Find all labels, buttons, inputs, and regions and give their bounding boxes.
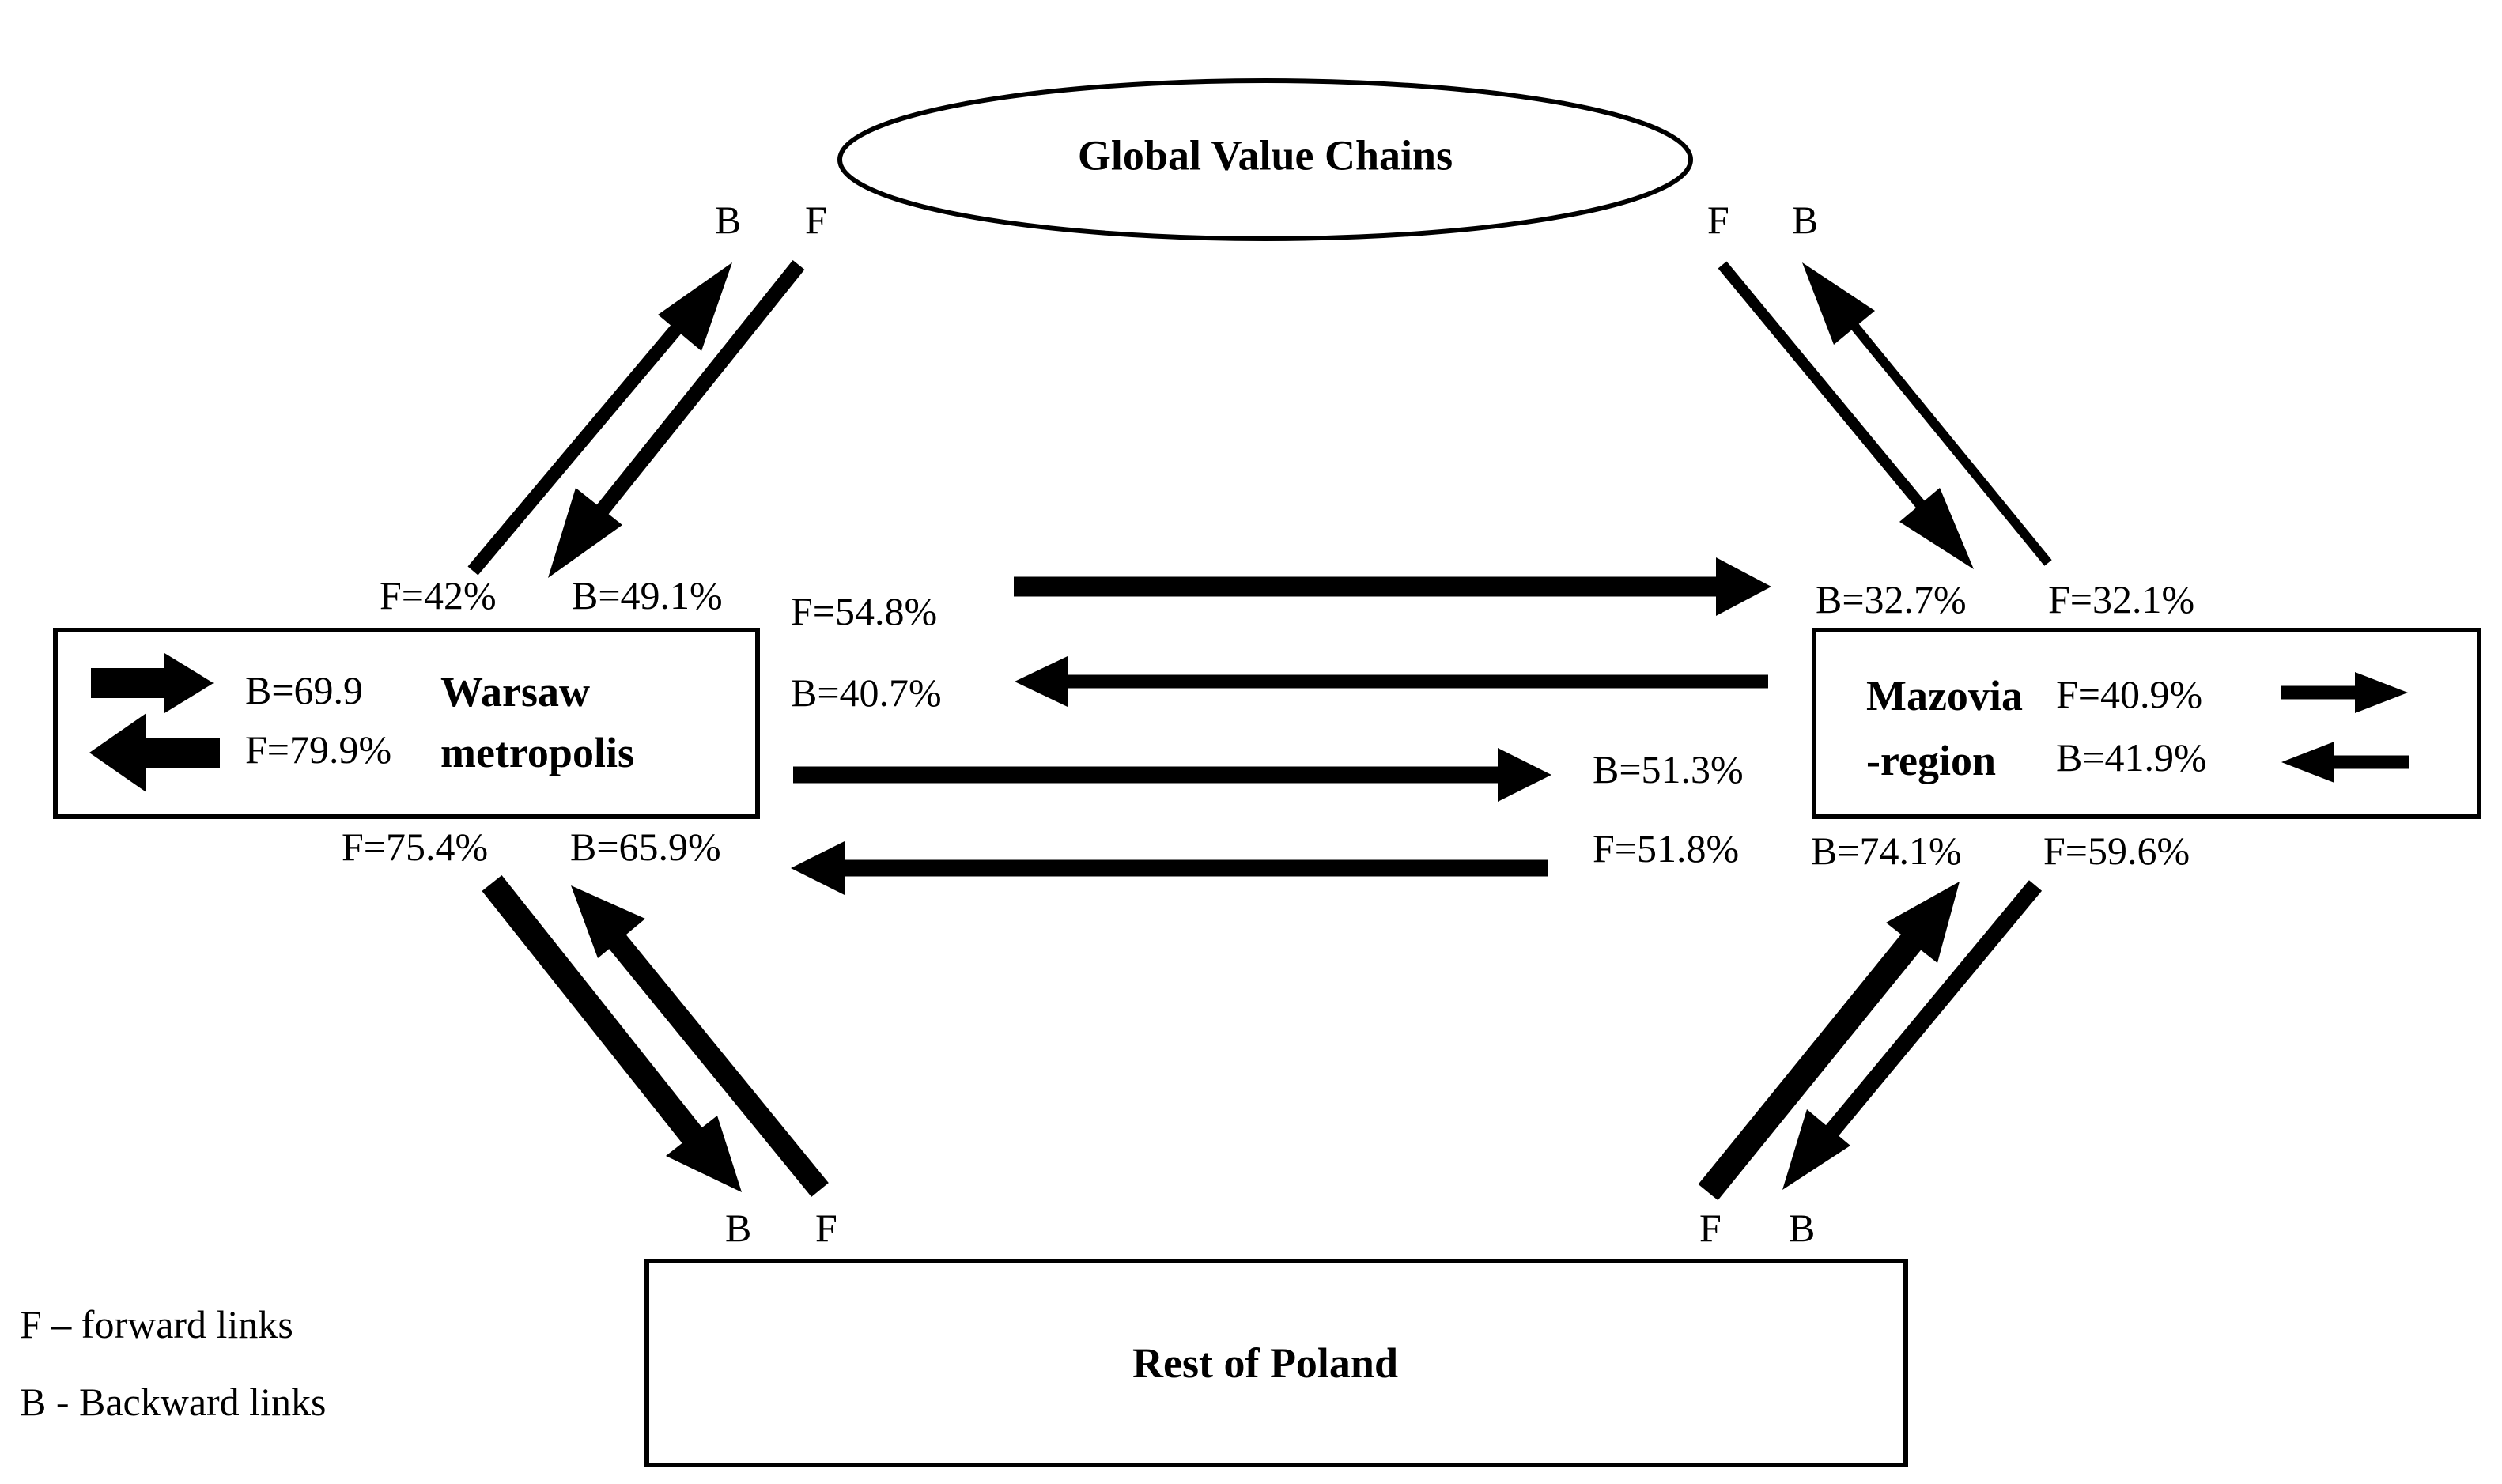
rest-right-f-port: F	[1699, 1206, 1722, 1250]
warsaw-title-line2: metropolis	[440, 729, 634, 776]
label-warsaw-internal-f: F=79.9%	[245, 727, 391, 772]
gvc-right-f-port: F	[1707, 198, 1729, 242]
mazovia-internal-left-arrow	[2281, 742, 2409, 783]
arrow-rest-to-warsaw	[571, 885, 829, 1197]
legend-backward: B - Backward links	[20, 1380, 326, 1424]
gvc-right-b-port: B	[1792, 198, 1818, 242]
label-warsaw-gvc-f: F=42%	[380, 573, 497, 617]
label-mazovia-rest-b: B=74.1%	[1811, 829, 1962, 873]
label-warsaw-rest-b: B=65.9%	[570, 825, 721, 869]
rest-of-poland-title: Rest of Poland	[1132, 1339, 1398, 1387]
arrow-gvc-to-mazovia-forward	[1718, 261, 1974, 569]
label-warsaw-to-mazovia-b: B=40.7%	[791, 670, 942, 715]
rest-of-poland-node	[644, 1259, 1908, 1467]
label-warsaw-gvc-b: B=49.1%	[572, 573, 723, 617]
mazovia-title-line1: Mazovia	[1866, 672, 2023, 719]
arrow-warsaw-to-mazovia-upper	[1014, 557, 1771, 616]
label-warsaw-rest-f: F=75.4%	[342, 825, 488, 869]
gvc-left-f-port: F	[805, 198, 827, 242]
label-mazovia-gvc-b: B=32.7%	[1816, 577, 1967, 621]
gvc-node	[837, 78, 1693, 241]
label-mazovia-to-warsaw-f: F=51.8%	[1593, 826, 1739, 870]
mazovia-internal-right-arrow	[2281, 672, 2408, 713]
label-warsaw-to-mazovia-f: F=54.8%	[791, 589, 937, 633]
label-mazovia-to-warsaw-b: B=51.3%	[1593, 747, 1744, 791]
arrow-mazovia-to-warsaw-upper	[1015, 656, 1768, 707]
arrow-rest-to-mazovia	[1698, 882, 1960, 1201]
label-mazovia-gvc-f: F=32.1%	[2048, 577, 2194, 621]
arrow-warsaw-to-gvc-backward	[467, 262, 732, 576]
warsaw-title-line1: Warsaw	[440, 668, 590, 716]
mazovia-node	[1812, 628, 2481, 819]
warsaw-internal-right-arrow	[91, 653, 214, 713]
arrow-mazovia-to-warsaw-lower	[791, 841, 1548, 895]
gvc-left-b-port: B	[715, 198, 741, 242]
arrow-mazovia-to-rest	[1782, 880, 2043, 1190]
warsaw-node	[53, 628, 760, 819]
legend-forward: F – forward links	[20, 1302, 293, 1346]
mazovia-title-line2: -region	[1866, 737, 1996, 784]
arrow-gvc-to-warsaw-forward	[548, 260, 805, 578]
arrow-warsaw-to-mazovia-lower	[793, 748, 1551, 802]
label-mazovia-internal-f: F=40.9%	[2056, 672, 2202, 716]
gvc-title: Global Value Chains	[1078, 131, 1453, 179]
rest-left-b-port: B	[725, 1206, 751, 1250]
label-mazovia-rest-f: F=59.6%	[2043, 829, 2190, 873]
label-warsaw-internal-b: B=69.9	[245, 668, 363, 712]
arrow-warsaw-to-rest	[482, 875, 742, 1192]
rest-right-b-port: B	[1789, 1206, 1815, 1250]
label-mazovia-internal-b: B=41.9%	[2056, 735, 2207, 780]
arrow-mazovia-to-gvc-backward	[1802, 262, 2052, 566]
rest-left-f-port: F	[815, 1206, 837, 1250]
warsaw-internal-left-arrow	[89, 713, 220, 792]
